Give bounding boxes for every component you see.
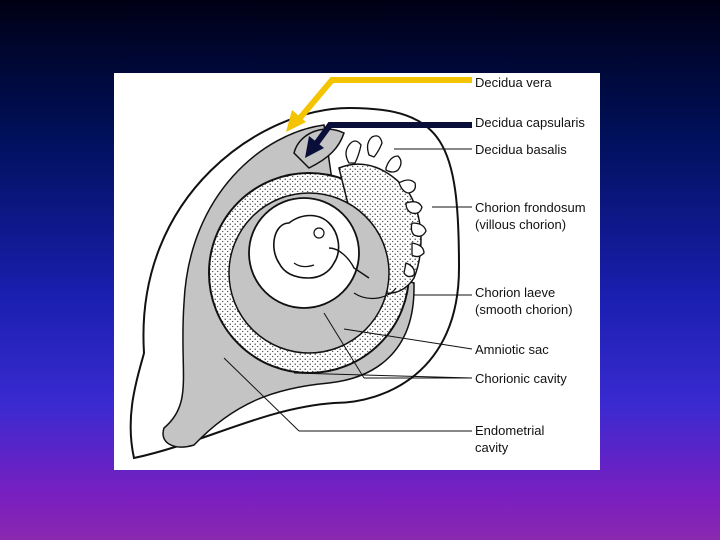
label-decidua-capsularis: Decidua capsularis [475,115,585,130]
label-chorionic-cavity: Chorionic cavity [475,371,567,386]
label-smooth-chorion: (smooth chorion) [475,302,573,317]
leader-lines [223,148,473,432]
diagram-panel: Decidua vera Decidua capsularis Decidua … [114,73,600,470]
label-villous-chorion: (villous chorion) [475,217,566,232]
chorionic-villi [345,135,427,278]
uterus-diagram: Decidua vera Decidua capsularis Decidua … [129,75,586,460]
label-chorion-laeve: Chorion laeve [475,285,555,300]
label-decidua-basalis: Decidua basalis [475,142,567,157]
label-chorion-frondosum: Chorion frondosum [475,200,586,215]
embryo [273,214,340,279]
label-cavity: cavity [475,440,509,455]
label-amniotic-sac: Amniotic sac [475,342,549,357]
label-endometrial: Endometrial [475,423,544,438]
label-decidua-vera: Decidua vera [475,75,552,90]
